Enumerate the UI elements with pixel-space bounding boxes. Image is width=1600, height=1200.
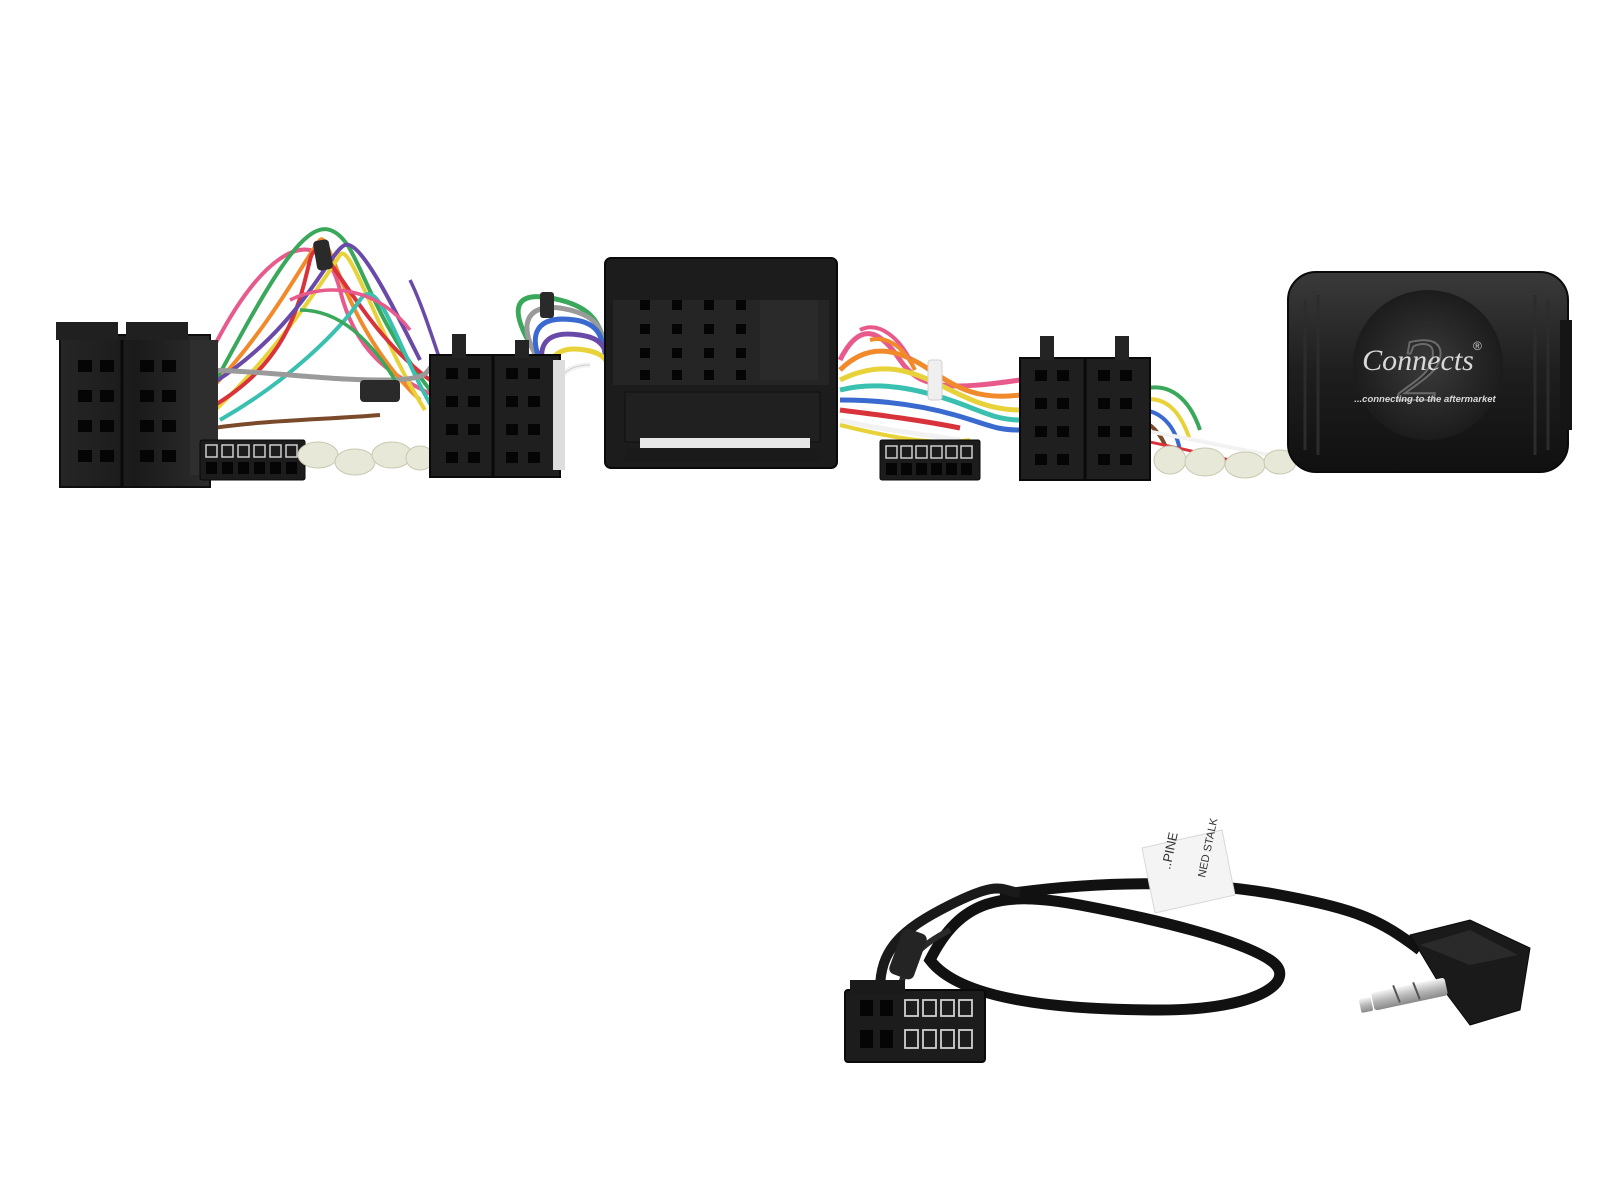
quadlock-connector: [604, 257, 838, 469]
logo-brand-text: Connects: [1362, 344, 1474, 377]
interface-box: 2 Connects ® ...connecting to the afterm…: [1287, 271, 1572, 473]
registered-mark: ®: [1473, 339, 1482, 353]
spade-terminals-left: [297, 441, 435, 476]
logo-numeral: 2: [1398, 321, 1443, 420]
steering-lead-plug: [844, 980, 986, 1063]
iso-connector-mid-left: [429, 334, 565, 478]
patch-lead-plug-left: [199, 439, 306, 481]
patch-lead-plug-middle: [879, 439, 981, 481]
jack-plug: [1359, 919, 1531, 1026]
iso-connector-mid-right: [1019, 336, 1151, 481]
spade-terminals-right: [1153, 445, 1297, 479]
logo-tagline: ...connecting to the aftermarket: [1354, 394, 1496, 405]
wire-harness-bundle: [188, 227, 1271, 467]
iso-connector-left: [56, 322, 218, 488]
logo-badge: [1353, 290, 1503, 440]
cable-label-tag: ..PINE NED STALK: [1141, 816, 1236, 914]
